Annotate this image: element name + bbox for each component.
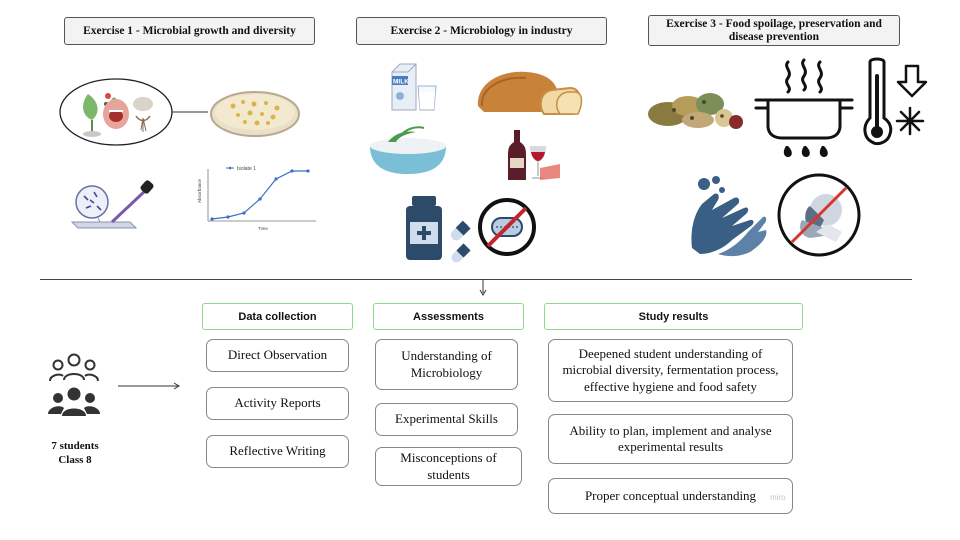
growth-curve-ylabel: Absorbance [197,178,202,203]
student-class: Class 8 [58,453,92,466]
study-result-item: Ability to plan, implement and analyse e… [548,414,793,464]
milk-carton-label: MILK [393,79,409,86]
thermometer-cold-icon [863,57,928,146]
assessment-item: Understanding of Microbiology [375,339,518,390]
assessments-header: Assessments [373,303,524,330]
no-touching-face-icon [777,173,861,257]
microscope-slide-dropper-illustration [70,180,154,229]
bread-loaf-icon [477,71,583,115]
exercise-2-header: Exercise 2 - Microbiology in industry [356,17,607,45]
milk-carton-icon: MILK [391,63,437,111]
study-results-header: Study results [544,303,803,330]
spoiled-food-icon [648,93,743,129]
boiling-pot-icon [754,58,854,157]
microbial-sources-illustration [59,78,300,146]
students-group-icon [48,353,100,416]
exercise-3-header: Exercise 3 - Food spoilage, preservation… [648,15,900,46]
study-result-item: Deepened student understanding of microb… [548,339,793,402]
participants-label: 7 students Class 8 [40,440,110,468]
data-collection-header: Data collection [202,303,353,330]
growth-curve-xlabel: Time [258,226,268,231]
medicine-pills-icon [406,196,471,263]
section-divider [40,279,912,280]
data-collection-item: Activity Reports [206,387,349,420]
data-collection-item: Reflective Writing [206,435,349,468]
wine-and-cheese-icon [508,130,560,180]
assessment-item: Misconceptions of students [375,447,522,486]
data-collection-item: Direct Observation [206,339,349,372]
right-arrow-icon [118,382,180,390]
student-count: 7 students [51,440,99,452]
growth-curve-legend: Isolate 1 [237,166,256,172]
yogurt-bowl-icon [370,126,446,174]
no-bacteria-icon [478,198,536,256]
miro-watermark: miro [770,493,786,502]
down-arrow-icon [479,279,487,296]
growth-curve-chart: Isolate 1 Absorbance Time [197,166,316,231]
study-result-item: Proper conceptual understanding [548,478,793,514]
handwashing-icon [691,176,767,257]
exercise-1-header: Exercise 1 - Microbial growth and divers… [64,17,315,45]
assessment-item: Experimental Skills [375,403,518,436]
